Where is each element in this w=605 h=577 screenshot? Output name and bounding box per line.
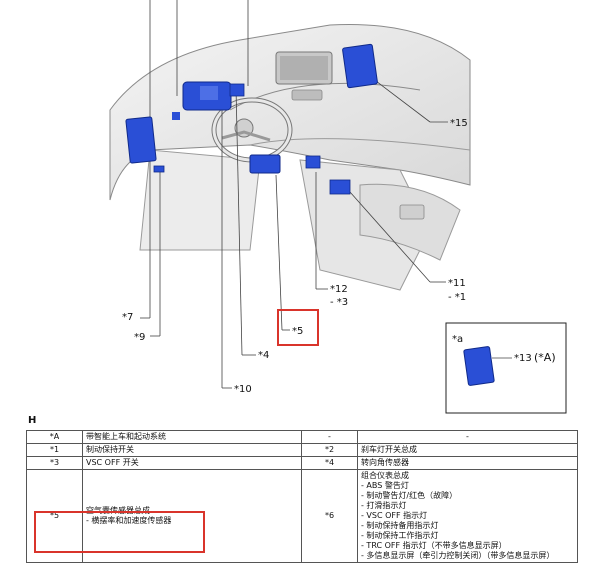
table-row: *3 VSC OFF 开关 *4 转向角传感器 <box>26 456 578 470</box>
right-ecu-component <box>342 43 378 89</box>
steering-angle-sensor-component <box>229 83 245 97</box>
callout-7: *7 <box>122 312 133 323</box>
table-row: *A 带智能上车和起动系统 - - <box>26 430 578 444</box>
part-code: *1 <box>26 443 83 457</box>
callout-4: *4 <box>258 350 269 361</box>
part-description-line: 空气囊传感器总成 <box>86 506 150 515</box>
list-item: - ABS 警告灯 <box>361 481 409 490</box>
part-description: 刹车灯开关总成 <box>357 443 578 457</box>
part-description: 带智能上车和起动系统 <box>82 430 302 444</box>
vsc-switch-component <box>329 179 351 195</box>
inset-box: *a *13 (*A) <box>445 322 567 414</box>
inset-part-label: *13 <box>514 353 532 364</box>
section-label: H <box>28 415 37 426</box>
part-description: 制动保持开关 <box>82 443 302 457</box>
parts-legend-table: *A 带智能上车和起动系统 - - *1 制动保持开关 *2 刹车灯开关总成 *… <box>26 430 578 563</box>
callout-9: *9 <box>134 332 145 343</box>
dashboard-component-diagram: *7 *9 *4 *10 *5 *12 - *3 *11 - *1 *15 *a… <box>109 0 567 414</box>
airbag-sensor-component <box>249 154 281 174</box>
list-item: - 制动警告灯/红色（故障） <box>361 491 458 500</box>
list-item: - 多信息显示屏（牵引力控制关闭）（带多信息显示屏） <box>361 551 555 560</box>
callout-15: *15 <box>450 118 468 129</box>
callout-5: *5 <box>292 326 303 337</box>
part-code: *4 <box>301 456 358 470</box>
list-item: - 打滑指示灯 <box>361 501 407 510</box>
inset-component <box>463 346 495 386</box>
part-description: - <box>357 430 578 444</box>
dashboard-outline <box>109 23 471 291</box>
list-item: - 制动保持备用指示灯 <box>361 521 439 530</box>
callout-10: *10 <box>234 384 252 395</box>
part-description-title: 组合仪表总成 <box>361 471 409 480</box>
list-item: - TRC OFF 指示灯（不带多信息显示屏） <box>361 541 507 550</box>
part-code: *3 <box>26 456 83 470</box>
part-description: 转向角传感器 <box>357 456 578 470</box>
list-item: - 制动保持工作指示灯 <box>361 531 439 540</box>
callout-3: - *3 <box>330 297 348 308</box>
inset-ref-label: (*A) <box>534 351 556 364</box>
callout-1: - *1 <box>448 292 466 303</box>
part-code: - <box>301 430 358 444</box>
blue-components <box>125 43 378 195</box>
brake-light-switch-component <box>305 155 321 169</box>
highlight-box-callout-5 <box>277 309 319 346</box>
callout-11: *11 <box>448 278 466 289</box>
part-code: *2 <box>301 443 358 457</box>
brake-hold-switch-component <box>153 165 165 173</box>
part-description-line: - 横摆率和加速度传感器 <box>86 516 172 525</box>
left-side-module <box>125 116 157 164</box>
highlight-box-row-5 <box>34 511 205 553</box>
part-code: *6 <box>301 469 358 563</box>
part-description: 组合仪表总成 - ABS 警告灯 - 制动警告灯/红色（故障） - 打滑指示灯 … <box>357 469 578 563</box>
part-code: *A <box>26 430 83 444</box>
indicator-list: - ABS 警告灯 - 制动警告灯/红色（故障） - 打滑指示灯 - VSC O… <box>361 481 574 561</box>
table-row: *5 空气囊传感器总成 - 横摆率和加速度传感器 *6 组合仪表总成 - ABS… <box>26 469 578 563</box>
list-item: - VSC OFF 指示灯 <box>361 511 428 520</box>
part-description: 空气囊传感器总成 - 横摆率和加速度传感器 <box>82 469 302 563</box>
inset-label: *a <box>452 334 463 345</box>
callout-12: *12 <box>330 284 348 295</box>
table-row: *1 制动保持开关 *2 刹车灯开关总成 <box>26 443 578 457</box>
part-description: VSC OFF 开关 <box>82 456 302 470</box>
